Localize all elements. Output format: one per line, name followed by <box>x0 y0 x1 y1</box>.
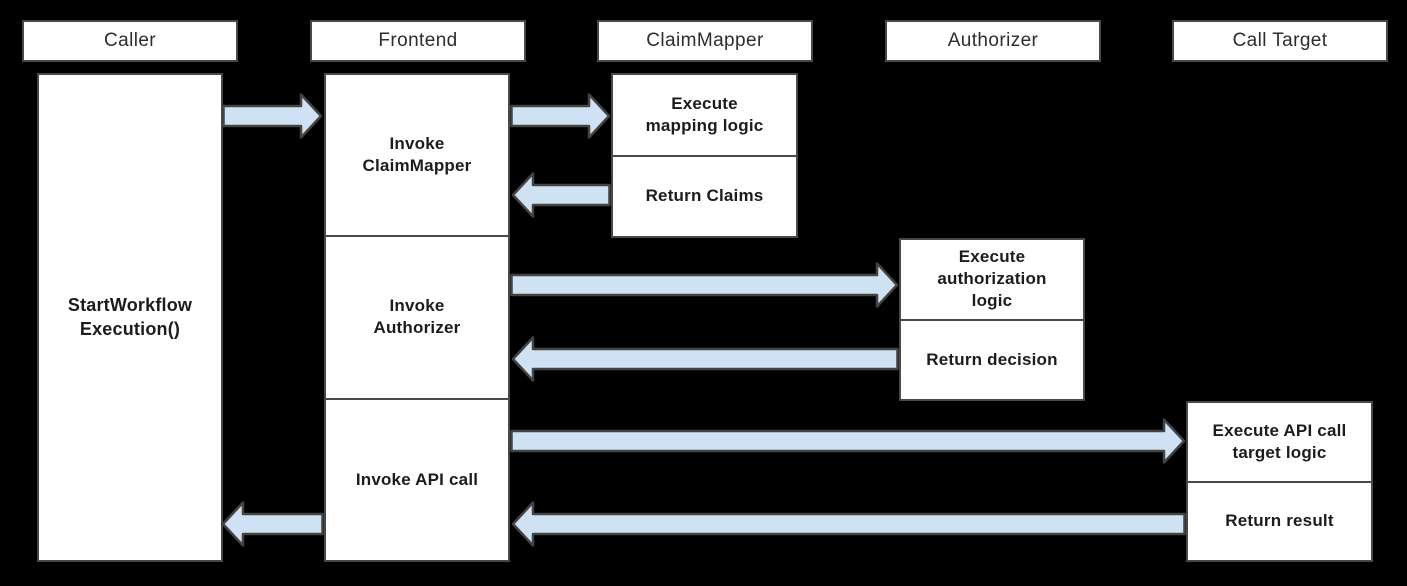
step-invoke-claimmapper: Invoke ClaimMapper <box>362 134 472 176</box>
lane-header-claimmapper: ClaimMapper <box>597 20 813 62</box>
arrow-frontend-to-claimmapper <box>510 93 611 139</box>
lane-header-label: ClaimMapper <box>646 30 764 51</box>
activation-box-claimmapper: Execute mapping logic Return Claims <box>611 73 798 238</box>
arrow-calltarget-to-frontend <box>511 501 1186 547</box>
lane-header-label: Call Target <box>1232 30 1328 51</box>
step-return-result: Return result <box>1188 480 1371 561</box>
step-execute-authorization-logic: Execute authorization logic <box>937 247 1047 311</box>
step-return-claims: Return Claims <box>613 154 796 237</box>
activation-box-frontend: Invoke ClaimMapper Invoke Authorizer Inv… <box>324 73 510 562</box>
arrow-authorizer-to-frontend <box>511 336 899 382</box>
arrow-frontend-to-calltarget-shape <box>510 418 1186 464</box>
arrow-caller-to-frontend <box>222 93 323 139</box>
arrow-frontend-to-authorizer-shape <box>510 262 899 308</box>
lane-header-calltarget: Call Target <box>1172 20 1388 62</box>
arrow-frontend-to-caller <box>221 501 324 547</box>
lane-header-authorizer: Authorizer <box>885 20 1101 62</box>
step-execute-mapping-logic: Execute mapping logic <box>645 93 764 135</box>
step-invoke-api-call: Invoke API call <box>326 397 508 560</box>
lane-header-label: Frontend <box>378 30 458 51</box>
step-execute-api-call-target-logic: Execute API call target logic <box>1212 420 1347 462</box>
activation-box-authorizer: Execute authorization logic Return decis… <box>899 238 1085 401</box>
arrow-claimmapper-to-frontend <box>511 172 611 218</box>
arrow-frontend-to-authorizer <box>510 262 899 308</box>
arrow-caller-to-frontend-shape <box>222 93 323 139</box>
lane-header-caller: Caller <box>22 20 238 62</box>
step-invoke-authorizer: Invoke Authorizer <box>326 235 508 397</box>
lane-header-label: Caller <box>103 30 157 51</box>
arrow-frontend-to-caller-shape <box>221 501 324 547</box>
arrow-frontend-to-claimmapper-shape <box>510 93 611 139</box>
arrow-claimmapper-to-frontend-shape <box>511 172 611 218</box>
arrow-frontend-to-calltarget <box>510 418 1186 464</box>
activation-box-calltarget: Execute API call target logic Return res… <box>1186 401 1373 562</box>
arrow-calltarget-to-frontend-shape <box>511 501 1186 547</box>
step-return-decision: Return decision <box>901 318 1083 400</box>
lane-header-frontend: Frontend <box>310 20 526 62</box>
lane-header-label: Authorizer <box>947 30 1039 51</box>
activation-box-caller: StartWorkflow Execution() <box>37 73 223 562</box>
step-startworkflowexecution: StartWorkflow Execution() <box>67 295 193 339</box>
arrow-authorizer-to-frontend-shape <box>511 336 899 382</box>
